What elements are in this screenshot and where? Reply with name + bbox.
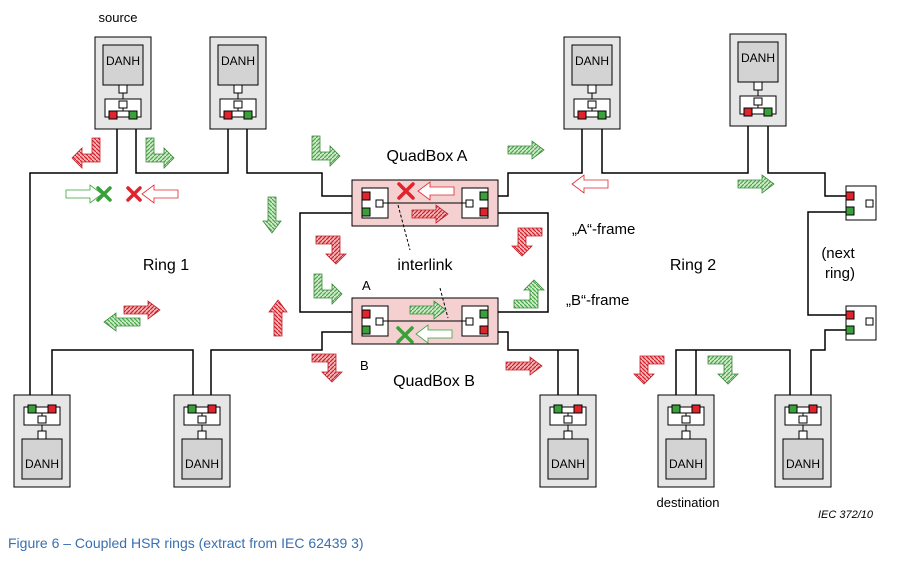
green-frame-arrow (513, 279, 545, 309)
quadbox-b-label: QuadBox B (393, 373, 475, 390)
port-b-label: B (360, 358, 369, 373)
danh-label: DANH (106, 54, 140, 68)
red-frame-arrow (571, 174, 609, 194)
danh-label: DANH (575, 54, 609, 68)
red-frame-arrow (311, 353, 343, 383)
green-x-icon (96, 186, 112, 202)
green-frame-arrow (145, 137, 175, 169)
source-label: source (98, 10, 137, 25)
green-frame-arrow (311, 135, 341, 167)
figure-caption: Figure 6 – Coupled HSR rings (extract fr… (8, 535, 364, 551)
ring-wiring (29, 118, 848, 402)
red-frame-arrow (315, 235, 347, 265)
next-ring-box-top (845, 185, 877, 221)
ring-1-label: Ring 1 (143, 257, 189, 274)
red-frame-arrow (71, 137, 101, 169)
red-frame-arrow (141, 184, 179, 204)
danh-node-ring1-top2: DANH (209, 36, 267, 130)
green-frame-arrow (103, 312, 141, 332)
ring-2-label: Ring 2 (670, 257, 716, 274)
destination-label: destination (657, 495, 720, 510)
danh-node-source: DANH (94, 36, 152, 130)
danh-label: DANH (741, 51, 775, 65)
green-frame-arrow (737, 174, 775, 194)
danh-label: DANH (786, 457, 820, 471)
next-ring-label-line2: ring) (825, 265, 855, 282)
red-x-icon (397, 182, 415, 200)
green-frame-arrow (707, 355, 739, 385)
red-frame-arrow (633, 355, 665, 385)
danh-label: DANH (221, 54, 255, 68)
danh-node-ring1-bottom1: DANH (13, 394, 71, 488)
red-frame-arrow (505, 356, 543, 376)
red-frame-arrow (123, 300, 161, 320)
danh-node-destination: DANH (657, 394, 715, 488)
danh-label: DANH (551, 457, 585, 471)
danh-node-ring2-bottom1: DANH (539, 394, 597, 488)
danh-node-ring2-top2: DANH (729, 33, 787, 127)
interlink-pointer (397, 204, 449, 319)
b-frame-label: „B“-frame (566, 292, 629, 309)
green-frame-arrow (313, 273, 343, 305)
danh-label: DANH (185, 457, 219, 471)
quadbox-a (351, 179, 499, 227)
danh-node-ring2-top1: DANH (563, 36, 621, 130)
quadbox-a-label: QuadBox A (387, 148, 468, 165)
danh-label: DANH (25, 457, 59, 471)
danh-node-ring2-bottom3: DANH (774, 394, 832, 488)
danh-node-ring1-bottom2: DANH (173, 394, 231, 488)
a-frame-label: „A“-frame (572, 221, 635, 238)
port-a-label: A (362, 278, 371, 293)
red-frame-arrow (511, 227, 543, 257)
green-x-icon (396, 326, 414, 344)
red-x-icon (126, 186, 142, 202)
next-ring-box-bottom (845, 305, 877, 341)
danh-label: DANH (669, 457, 703, 471)
iec-reference: IEC 372/10 (818, 509, 874, 521)
interlink-label: interlink (397, 257, 453, 274)
green-frame-arrow (507, 140, 545, 160)
discard-marks (96, 182, 415, 344)
next-ring-label-line1: (next (821, 245, 855, 262)
red-frame-arrow (268, 299, 288, 337)
green-frame-arrow (262, 196, 282, 234)
